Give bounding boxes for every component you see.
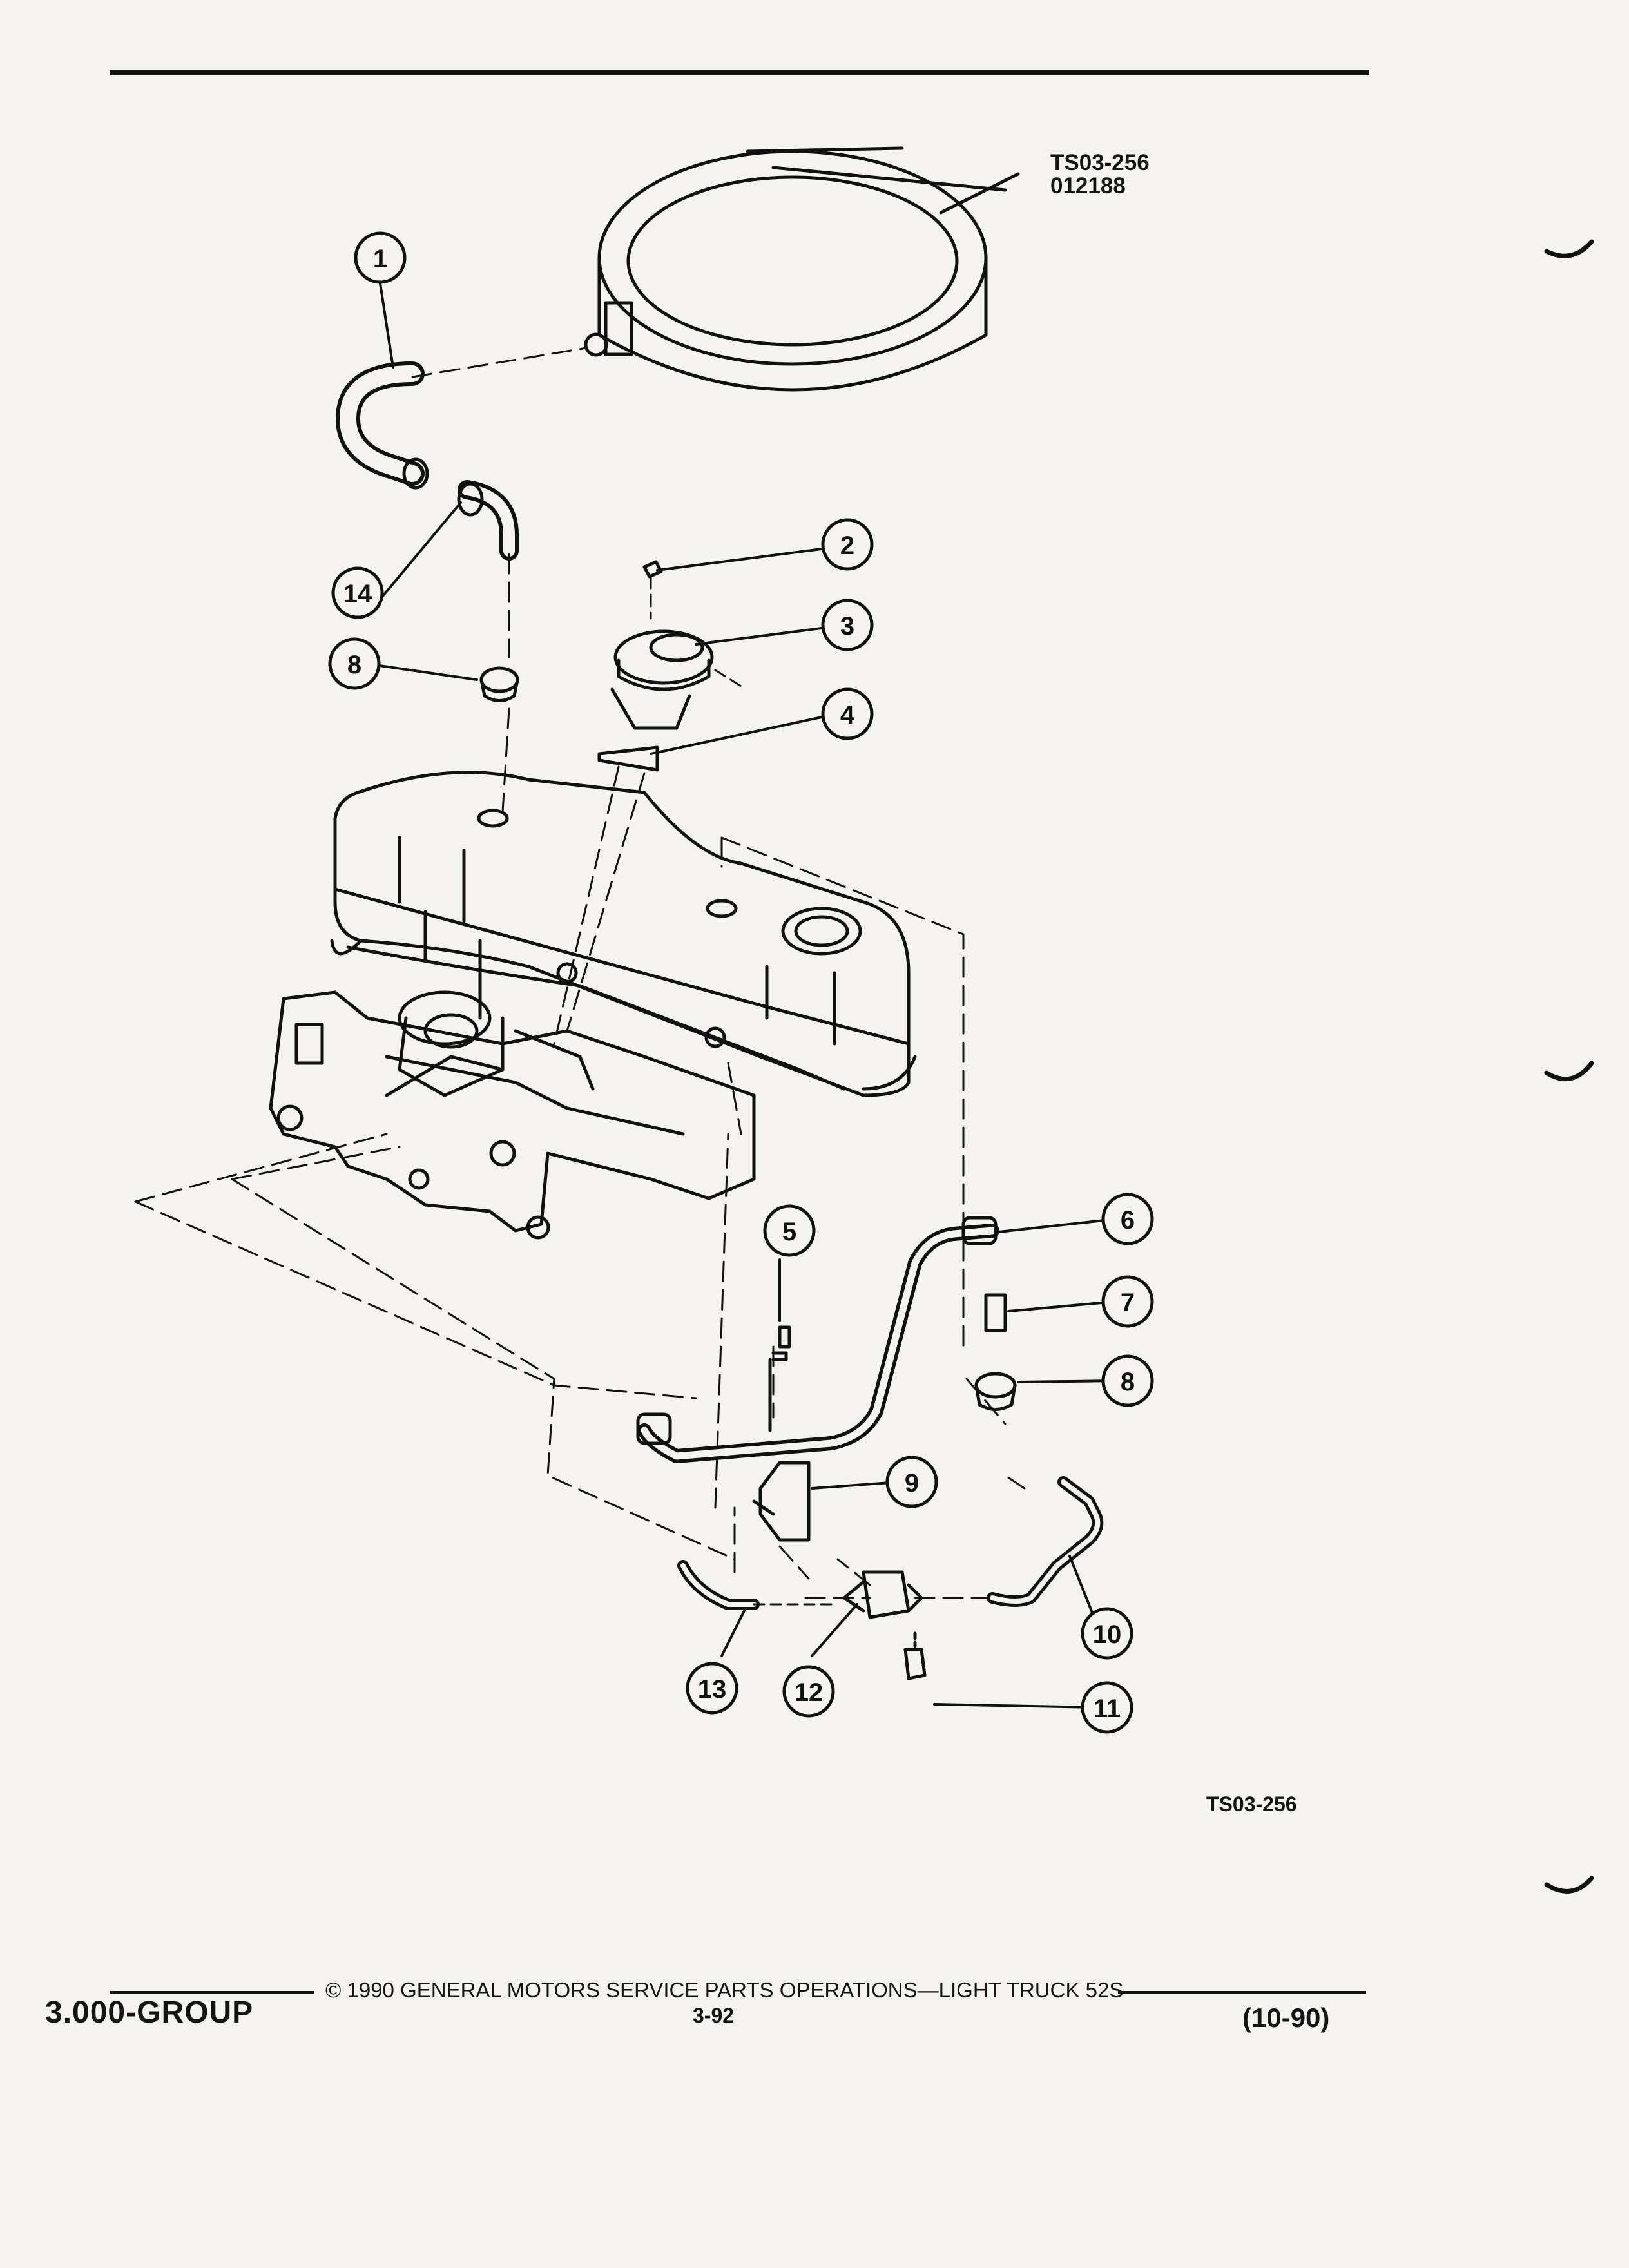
callout-8b: [1101, 1354, 1154, 1407]
figure-id: TS03-256 012188: [1050, 151, 1150, 198]
assembly-lines: [134, 707, 1026, 1599]
callout-number: 6: [1121, 1206, 1135, 1235]
callout-11: [1081, 1681, 1133, 1734]
callout-number: 8: [1121, 1368, 1135, 1396]
footer-copyright: © 1990 GENERAL MOTORS SERVICE PARTS OPER…: [325, 1978, 1124, 2002]
callout-number: 11: [1094, 1695, 1121, 1723]
callout-number: 10: [1093, 1620, 1122, 1649]
vacuum-pipe-illustration: [636, 1216, 1104, 1680]
vent-hose-illustration: [336, 347, 588, 702]
callout-number: 3: [840, 612, 854, 640]
callout-6: [1101, 1193, 1154, 1245]
callout-number: 13: [698, 1675, 727, 1704]
leader-lines: [374, 282, 1117, 1709]
air-cleaner-illustration: [584, 146, 1020, 392]
callout-4: [821, 687, 874, 740]
callout-7: [1101, 1275, 1154, 1328]
footer-date-code: (10-90): [1242, 2003, 1330, 2033]
callout-5: [763, 1204, 816, 1257]
callout-9: [885, 1456, 938, 1508]
callouts: [328, 231, 1154, 1734]
page-number: 3-92: [693, 2004, 735, 2027]
intake-manifold-illustration: [269, 910, 756, 1240]
callout-14: [331, 566, 384, 619]
footer-group: 3.000-GROUP: [45, 1995, 254, 2030]
figure-id-line2: 012188: [1050, 173, 1126, 198]
figure-id-line1: TS03-256: [1050, 150, 1150, 175]
callout-number: 7: [1121, 1289, 1135, 1317]
callout-number: 12: [795, 1678, 824, 1707]
callout-12: [782, 1665, 835, 1718]
callout-8a: [328, 637, 381, 690]
valve-cover-illustration: [330, 771, 917, 1097]
figure-caption: TS03-256: [1206, 1792, 1297, 1816]
callout-number: 14: [343, 580, 372, 608]
callout-number: 9: [905, 1469, 919, 1497]
callout-2: [821, 518, 874, 571]
callout-number: 8: [347, 651, 361, 679]
callout-1: [354, 231, 407, 284]
egr-valve-illustration: [597, 560, 742, 772]
footer-rule-right: [1118, 1991, 1366, 1994]
top-rule: [110, 70, 1369, 75]
footer-rule-left: [110, 1991, 314, 1994]
callout-3: [821, 599, 874, 651]
callout-number: 2: [840, 532, 854, 560]
callout-numbers: 1 2 3 4 5 6 7 8 9 10 11 12 13 14 8: [343, 245, 1135, 1723]
callout-number: 1: [373, 245, 387, 273]
binding-marks: [1544, 239, 1594, 1894]
callout-number: 5: [782, 1218, 796, 1246]
callout-number: 4: [840, 701, 855, 729]
callout-10: [1081, 1607, 1133, 1660]
callout-13: [686, 1662, 738, 1715]
